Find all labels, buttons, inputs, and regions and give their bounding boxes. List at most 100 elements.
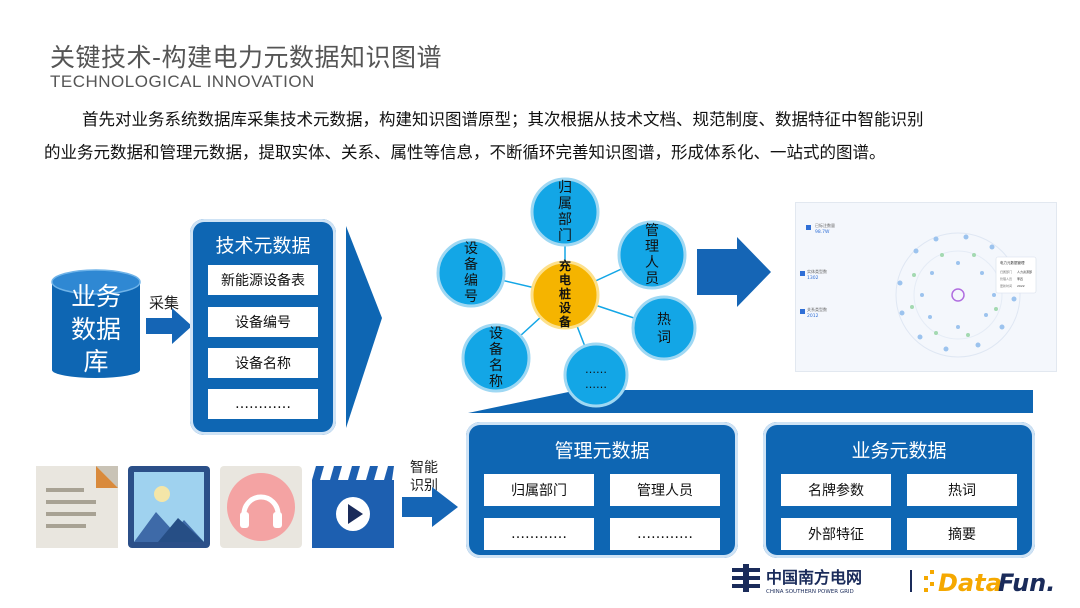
screenshot-info-popup: 电力元数据管理 归属部门 人力资源部 管理人员 李四 更新时间 2022 [995,256,1037,294]
screenshot-popup-row-2-label: 管理人员 [1000,276,1012,281]
csg-logo-cn: 中国南方电网 [766,568,862,587]
biz-item-1: 名牌参数 [781,474,891,506]
screenshot-popup-title: 电力元数据管理 [1000,260,1025,265]
intro-paragraph-line-2: 的业务元数据和管理元数据，提取实体、关系、属性等信息，不断循环完善知识图谱，形成… [44,143,886,162]
node-name-char-2: 备 [489,341,503,358]
node-dept-char-2: 属 [558,196,572,212]
screenshot-popup-row-3-value: 2022 [1017,284,1025,288]
node-code-char-2: 备 [464,256,478,273]
node-code-char-3: 编 [464,273,478,289]
tech-item-4: ………… [208,389,318,419]
screenshot-graph-cloud [895,232,1021,358]
screenshot-popup-row-1-label: 归属部门 [1000,269,1012,274]
page-subtitle: TECHNOLOGICAL INNOVATION [50,72,315,91]
node-hotword-char-1: 热 [657,312,671,328]
mgmt-item-1: 归属部门 [484,474,594,506]
screenshot-popup-row-3-label: 更新时间 [1000,283,1012,288]
graph-node-dept [530,177,600,247]
datafun-dots-icon [924,570,934,592]
node-code-char-4: 号 [464,289,478,305]
mgmt-item-2: 管理人员 [610,474,720,506]
node-name-char-1: 设 [489,326,503,342]
csg-emblem-icon [732,564,760,592]
tech-metadata-panel: 技术元数据 新能源设备表 设备编号 设备名称 ………… [190,219,336,435]
node-name-char-3: 名 [489,358,503,374]
node-center-char-5: 备 [558,314,572,329]
knowledge-graph: 归 属 部 门 管 理 人 员 热 词 …… …… 设 备 名 称 设 备 编 … [436,177,697,408]
biz-item-4: 摘要 [907,518,1017,550]
screenshot-stat-3: 关系类型数 2012 [800,306,827,319]
node-more-line-1: …… [585,363,607,376]
mgmt-metadata-title: 管理元数据 [554,440,650,462]
node-manager-char-3: 人 [645,255,659,271]
graph-node-more [563,342,629,408]
graph-node-code [436,238,506,308]
video-icon [312,466,394,548]
node-center-char-3: 桩 [559,286,571,301]
tech-item-1: 新能源设备表 [208,265,318,295]
node-dept-char-1: 归 [558,179,572,196]
collect-arrow [146,308,192,344]
audio-icon [220,466,302,548]
mgmt-metadata-panel: 管理元数据 归属部门 管理人员 ………… ………… [466,422,738,558]
node-center-char-4: 设 [559,300,572,315]
image-icon [128,466,210,548]
to-screenshot-arrow [697,237,771,307]
node-center-char-2: 电 [559,272,571,287]
node-manager-char-2: 理 [645,239,659,255]
recognize-arrow [402,487,458,527]
node-more-line-2: …… [585,378,607,391]
node-manager-char-4: 员 [645,271,659,287]
csg-logo-en: CHINA SOUTHERN POWER GRID [766,589,854,595]
node-code-char-1: 设 [464,241,478,257]
roof-banner [468,390,1033,413]
logo-separator [910,570,912,592]
node-dept-char-4: 门 [558,228,572,244]
biz-metadata-title: 业务元数据 [851,440,947,462]
graph-node-manager [617,220,687,290]
node-dept-char-3: 部 [558,212,572,228]
document-icon [36,466,118,548]
graph-node-name [461,323,531,393]
node-name-char-4: 称 [489,374,503,390]
tech-item-3: 设备名称 [208,348,318,378]
screenshot-stat-2-value: 1302 [807,275,819,281]
node-center-char-1: 充 [559,258,571,273]
page-title: 关键技术-构建电力元数据知识图谱 [50,43,443,72]
screenshot-stat-1: 已标注数量 98.7W [806,222,835,235]
database-label-line-2: 数据 [71,315,121,344]
screenshot-stat-3-value: 2012 [807,313,819,319]
screenshot-stat-2-label: 实体类型数 [807,268,827,274]
knowledge-graph-screenshot: 已标注数量 98.7W 实体类型数 1302 关系类型数 2012 [795,202,1057,372]
screenshot-popup-row-2-value: 李四 [1017,276,1023,281]
database-label-line-3: 库 [83,347,108,376]
datafun-logo-suffix: Fun. [998,569,1055,597]
screenshot-popup-row-1-value: 人力资源部 [1017,269,1032,274]
biz-metadata-panel: 业务元数据 名牌参数 热词 外部特征 摘要 [763,422,1035,558]
database-label-line-1: 业务 [71,282,121,311]
recognize-label-line-2: 识别 [410,478,438,494]
screenshot-stat-1-label: 已标注数量 [815,222,835,228]
csg-logo: 中国南方电网 CHINA SOUTHERN POWER GRID [732,564,862,595]
node-hotword-char-2: 词 [657,330,671,346]
node-manager-char-1: 管 [645,223,659,239]
mgmt-item-4: ………… [610,518,720,550]
graph-node-hotword [631,295,697,361]
tech-metadata-title: 技术元数据 [215,235,311,257]
biz-item-3: 外部特征 [781,518,891,550]
screenshot-stat-3-label: 关系类型数 [807,306,827,312]
recognize-label-line-1: 智能 [410,460,438,476]
datafun-logo: Data Fun. [924,569,1055,597]
graph-screenshot-canvas: 已标注数量 98.7W 实体类型数 1302 关系类型数 2012 [796,203,1056,371]
collect-label: 采集 [149,294,179,312]
screenshot-stat-2: 实体类型数 1302 [800,268,827,281]
database-icon: 业务 数据 库 [51,269,141,378]
tech-item-2: 设备编号 [208,307,318,337]
expand-chevron [346,226,382,428]
intro-paragraph-line-1: 首先对业务系统数据库采集技术元数据，构建知识图谱原型；其次根据从技术文档、规范制… [82,110,924,129]
biz-item-2: 热词 [907,474,1017,506]
screenshot-stat-1-value: 98.7W [815,229,830,235]
graph-node-center [530,260,600,330]
datafun-logo-prefix: Data [938,569,1002,597]
